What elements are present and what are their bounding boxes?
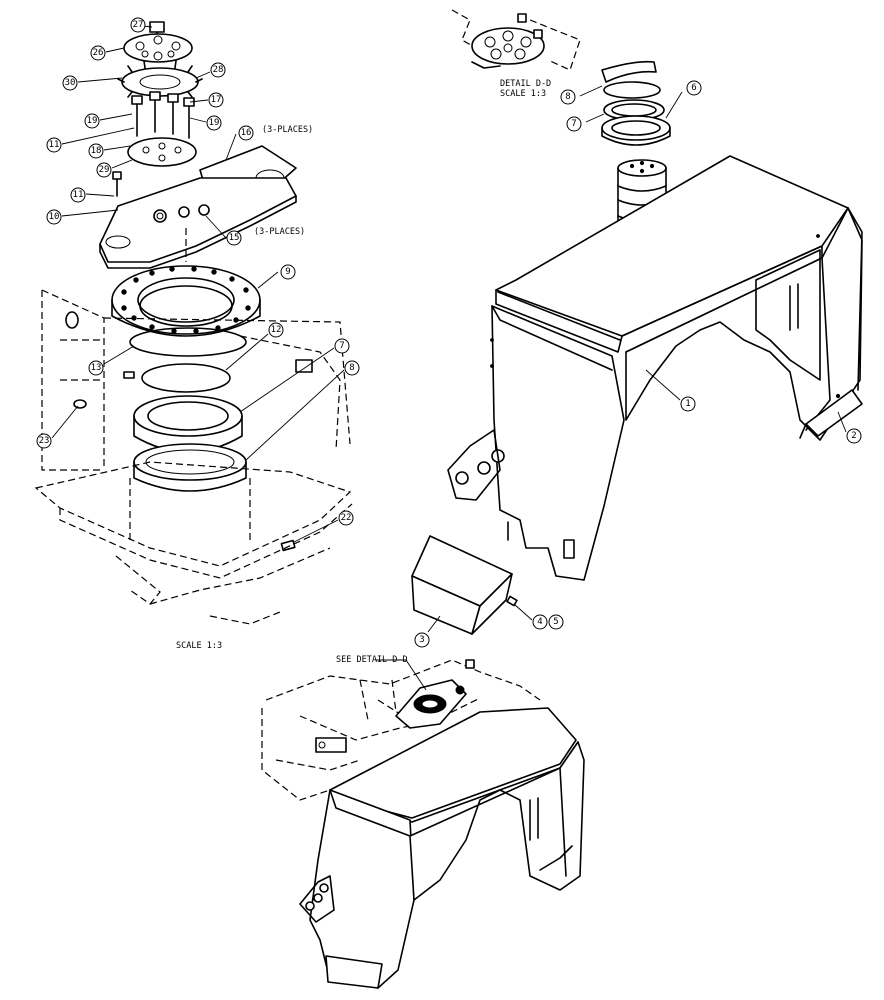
callout-3: 3 xyxy=(414,632,430,648)
svg-text:15: 15 xyxy=(229,233,240,243)
callout-15: 15 xyxy=(226,230,242,246)
callout-2: 2 xyxy=(846,428,862,444)
ring-12 xyxy=(141,363,231,393)
svg-text:18: 18 xyxy=(91,146,102,156)
note-three-places-bottom: (3-PLACES) xyxy=(254,227,305,237)
left-chassis-phantom xyxy=(34,289,353,625)
main-frame-1 xyxy=(447,155,863,581)
assembled-view xyxy=(261,659,585,989)
bracket-2 xyxy=(805,389,863,437)
callout-29: 29 xyxy=(96,162,112,178)
bolt-set-19 xyxy=(131,91,195,139)
svg-text:7: 7 xyxy=(571,119,576,129)
svg-text:12: 12 xyxy=(271,325,282,335)
svg-text:19: 19 xyxy=(87,116,98,126)
bearing-8 xyxy=(133,443,247,481)
fitting-22 xyxy=(280,539,296,552)
svg-text:10: 10 xyxy=(49,212,60,222)
callout-1: 1 xyxy=(680,396,696,412)
main-plate-11 xyxy=(99,177,297,263)
callout-28: 28 xyxy=(210,62,226,78)
callout-7a: 7 xyxy=(334,338,350,354)
callout-13: 13 xyxy=(88,360,104,376)
svg-text:4: 4 xyxy=(537,617,542,627)
callout-23: 23 xyxy=(36,433,52,449)
callout-16: 16 xyxy=(238,125,254,141)
callout-11a: 11 xyxy=(46,137,62,153)
svg-text:1: 1 xyxy=(685,399,690,409)
callout-19b: 19 xyxy=(206,115,222,131)
svg-text:17: 17 xyxy=(211,95,222,105)
svg-text:26: 26 xyxy=(93,48,104,58)
svg-text:16: 16 xyxy=(241,128,252,138)
left-scale-note: SCALE 1:3 xyxy=(176,641,222,651)
callouts: 27 26 30 28 17 19 19 11 18 29 16 11 10 1… xyxy=(36,17,862,648)
svg-text:2: 2 xyxy=(851,431,856,441)
svg-text:8: 8 xyxy=(565,92,570,102)
block-3 xyxy=(411,535,518,635)
seal-13 xyxy=(129,327,247,357)
callout-17: 17 xyxy=(208,92,224,108)
svg-text:19: 19 xyxy=(209,118,220,128)
fitting-23 xyxy=(73,399,87,409)
callout-11b: 11 xyxy=(70,187,86,203)
drawing-notes: (3-PLACES) (3-PLACES) DETAIL D-D SCALE 1… xyxy=(176,79,551,665)
svg-text:29: 29 xyxy=(99,165,110,175)
callout-18: 18 xyxy=(88,143,104,159)
callout-4: 4 xyxy=(532,614,548,630)
callout-26: 26 xyxy=(90,45,106,61)
callout-12: 12 xyxy=(268,322,284,338)
callout-27: 27 xyxy=(130,17,146,33)
callout-8b: 8 xyxy=(560,89,576,105)
bolt-head-27 xyxy=(149,21,165,33)
svg-text:11: 11 xyxy=(49,140,60,150)
callout-9: 9 xyxy=(280,264,296,280)
plate-26 xyxy=(123,33,193,63)
plate-29 xyxy=(127,137,197,167)
svg-text:23: 23 xyxy=(39,436,50,446)
svg-text:13: 13 xyxy=(91,363,102,373)
callout-5: 5 xyxy=(548,614,564,630)
svg-text:22: 22 xyxy=(341,513,352,523)
callout-19a: 19 xyxy=(84,113,100,129)
svg-text:6: 6 xyxy=(691,83,696,93)
detail-d-d xyxy=(451,9,581,71)
svg-text:7: 7 xyxy=(339,341,344,351)
detail-title: DETAIL D-D xyxy=(500,79,551,89)
slew-ring-9 xyxy=(111,265,261,335)
callout-22: 22 xyxy=(338,510,354,526)
see-detail-note: SEE DETAIL D-D xyxy=(336,655,408,665)
svg-text:5: 5 xyxy=(553,617,558,627)
fastener-4-5 xyxy=(506,595,518,607)
svg-text:9: 9 xyxy=(285,267,290,277)
svg-text:30: 30 xyxy=(65,78,76,88)
callout-7b: 7 xyxy=(566,116,582,132)
svg-text:3: 3 xyxy=(419,635,424,645)
callout-8a: 8 xyxy=(344,360,360,376)
left-exploded-stack xyxy=(34,21,353,625)
svg-text:11: 11 xyxy=(73,190,84,200)
callout-10: 10 xyxy=(46,209,62,225)
clip-ring-8 xyxy=(601,60,657,83)
detail-scale: SCALE 1:3 xyxy=(500,89,546,99)
svg-text:28: 28 xyxy=(213,65,224,75)
note-three-places-top: (3-PLACES) xyxy=(262,125,313,135)
svg-text:27: 27 xyxy=(133,20,144,30)
svg-text:8: 8 xyxy=(349,363,354,373)
callout-6: 6 xyxy=(686,80,702,96)
right-ring-stack xyxy=(601,60,671,240)
leader-lines xyxy=(51,25,847,691)
callout-30: 30 xyxy=(62,75,78,91)
